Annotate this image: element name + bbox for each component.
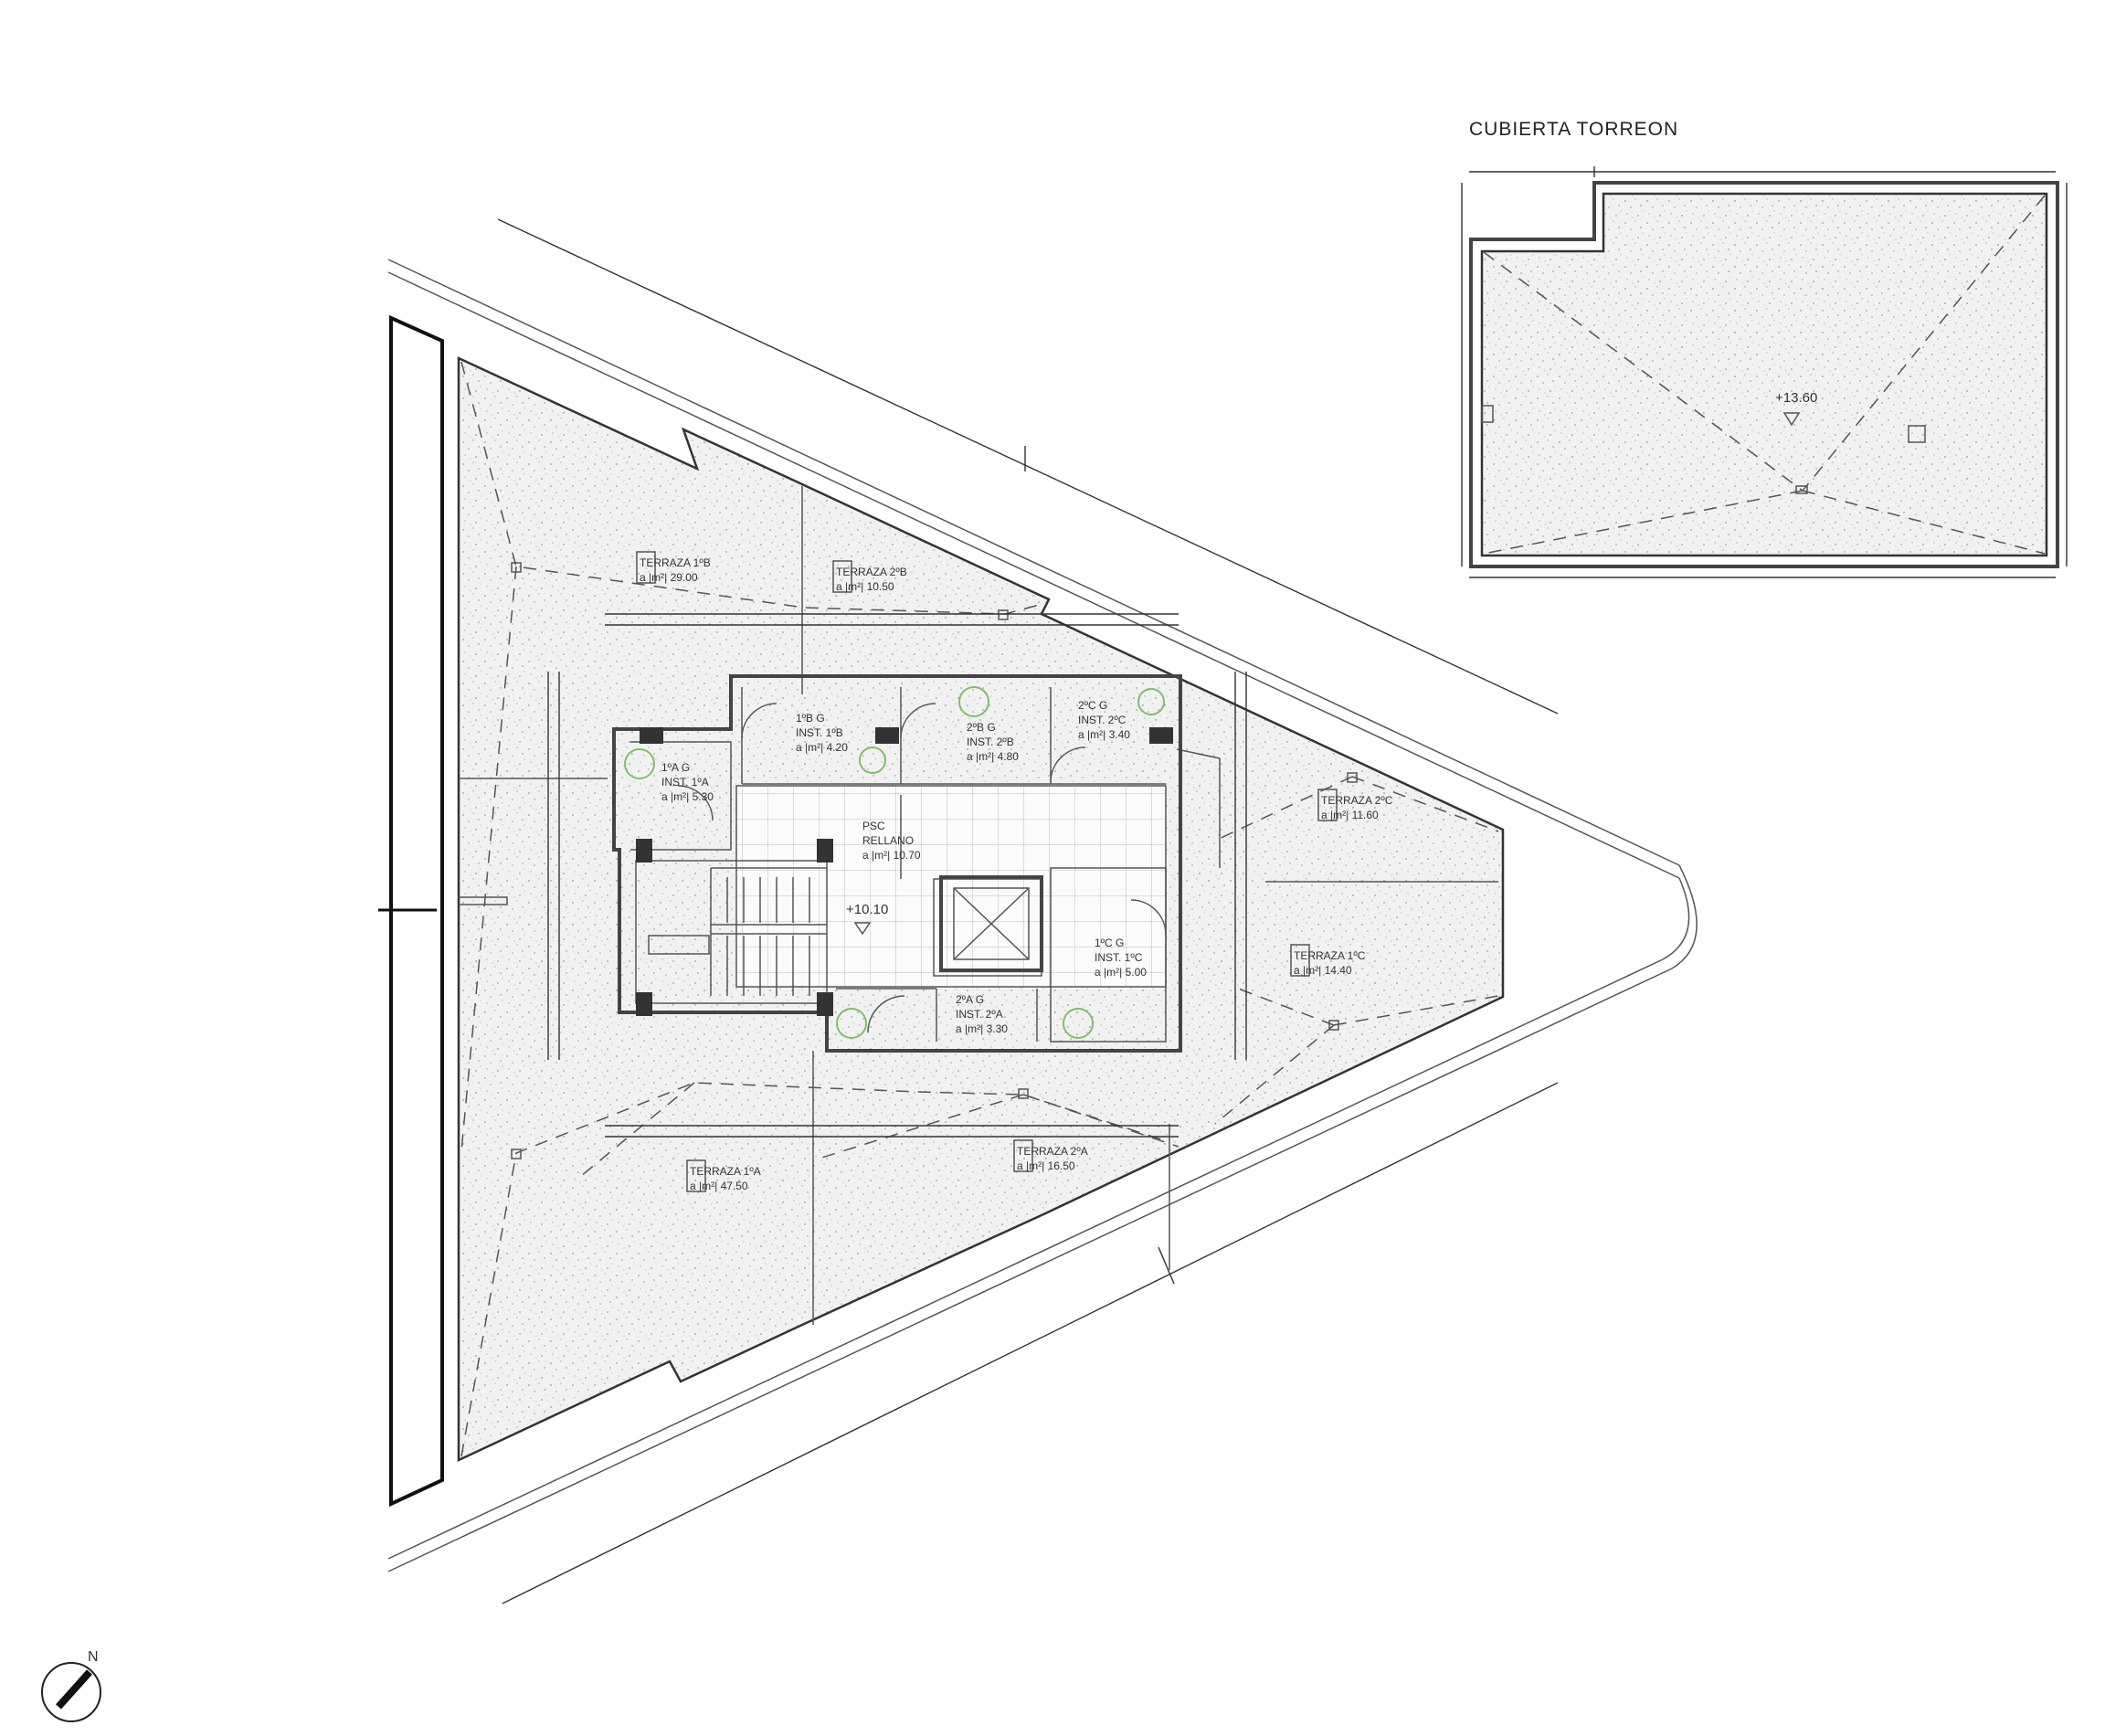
- svg-text:a |m²| 5.30: a |m²| 5.30: [661, 790, 714, 803]
- space-label-terraza-2b: TERRAZA 2ºB a |m²| 10.50: [832, 560, 907, 593]
- svg-text:TERRAZA 1ºB: TERRAZA 1ºB: [640, 556, 711, 569]
- central-core: [612, 674, 1182, 1053]
- svg-text:a |m²| 10.50: a |m²| 10.50: [836, 580, 894, 593]
- svg-text:a |m²| 29.00: a |m²| 29.00: [640, 571, 698, 584]
- svg-text:TERRAZA 2ºA: TERRAZA 2ºA: [1017, 1145, 1088, 1158]
- svg-text:a |m²| 11.60: a |m²| 11.60: [1321, 809, 1379, 821]
- svg-text:TERRAZA 2ºB: TERRAZA 2ºB: [836, 566, 907, 578]
- svg-text:2ºA G: 2ºA G: [956, 993, 984, 1006]
- space-label-inst-2a: 2ºA G INST. 2ºA a |m²| 3.30: [956, 993, 1008, 1035]
- svg-text:INST. 2ºC: INST. 2ºC: [1078, 714, 1127, 726]
- space-label-terraza-2c: TERRAZA 2ºC a |m²| 11.60: [1317, 789, 1393, 821]
- svg-text:INST. 1ºB: INST. 1ºB: [796, 726, 843, 739]
- svg-text:INST. 2ºA: INST. 2ºA: [956, 1008, 1003, 1021]
- space-label-terraza-1c: TERRAZA 1ºC a |m²| 14.40: [1290, 944, 1366, 977]
- torreon-title: CUBIERTA TORREON: [1469, 119, 1678, 140]
- svg-text:RELLANO: RELLANO: [862, 834, 914, 847]
- svg-text:a |m²| 4.80: a |m²| 4.80: [967, 750, 1019, 763]
- svg-text:TERRAZA 2ºC: TERRAZA 2ºC: [1321, 794, 1393, 807]
- svg-text:2ºC G: 2ºC G: [1078, 699, 1107, 712]
- svg-text:a |m²| 16.50: a |m²| 16.50: [1017, 1159, 1075, 1172]
- torreon-roof-plan: CUBIERTA TORREON +13.60: [1461, 119, 2068, 578]
- svg-text:a |m²| 3.40: a |m²| 3.40: [1078, 728, 1130, 741]
- space-label-inst-1a: 1ºA G INST. 1ºA a |m²| 5.30: [661, 761, 714, 803]
- svg-text:INST. 1ºA: INST. 1ºA: [661, 776, 709, 789]
- space-label-terraza-1b: TERRAZA 1ºB a |m²| 29.00: [636, 551, 711, 584]
- svg-text:a |m²| 10.70: a |m²| 10.70: [862, 849, 921, 862]
- svg-text:TERRAZA 1ºC: TERRAZA 1ºC: [1294, 949, 1366, 962]
- svg-text:1ºA G: 1ºA G: [661, 761, 690, 774]
- space-label-inst-2b: 2ºB G INST. 2ºB a |m²| 4.80: [967, 721, 1019, 763]
- roof-level: +13.60: [1775, 390, 1817, 406]
- svg-text:INST. 2ºB: INST. 2ºB: [967, 736, 1014, 748]
- svg-text:1ºC G: 1ºC G: [1095, 937, 1124, 949]
- svg-text:a |m²| 4.20: a |m²| 4.20: [796, 741, 848, 754]
- svg-text:INST. 1ºC: INST. 1ºC: [1095, 951, 1143, 964]
- landing-level: +10.10: [846, 902, 888, 917]
- space-label-terraza-2a: TERRAZA 2ºA a |m²| 16.50: [1013, 1139, 1088, 1172]
- main-roof-plan: +10.10: [378, 218, 1698, 1604]
- svg-text:a |m²| 5.00: a |m²| 5.00: [1095, 966, 1147, 979]
- space-label-inst-2c: 2ºC G INST. 2ºC a |m²| 3.40: [1078, 699, 1130, 741]
- svg-text:a |m²| 3.30: a |m²| 3.30: [956, 1022, 1008, 1035]
- svg-text:a |m²| 14.40: a |m²| 14.40: [1294, 964, 1352, 977]
- north-arrow-label: N: [88, 1649, 99, 1665]
- space-label-terraza-1a: TERRAZA 1ºA a |m²| 47.50: [686, 1159, 761, 1192]
- svg-text:1ºB G: 1ºB G: [796, 712, 825, 725]
- svg-text:a |m²| 47.50: a |m²| 47.50: [690, 1180, 748, 1192]
- svg-text:2ºB G: 2ºB G: [967, 721, 996, 734]
- north-arrow: N: [41, 1649, 101, 1722]
- space-label-rellano: PSC RELLANO a |m²| 10.70: [862, 820, 921, 862]
- space-label-inst-1b: 1ºB G INST. 1ºB a |m²| 4.20: [796, 712, 848, 754]
- space-label-inst-1c: 1ºC G INST. 1ºC a |m²| 5.00: [1095, 937, 1147, 979]
- svg-text:TERRAZA 1ºA: TERRAZA 1ºA: [690, 1165, 761, 1178]
- svg-text:PSC: PSC: [862, 820, 885, 832]
